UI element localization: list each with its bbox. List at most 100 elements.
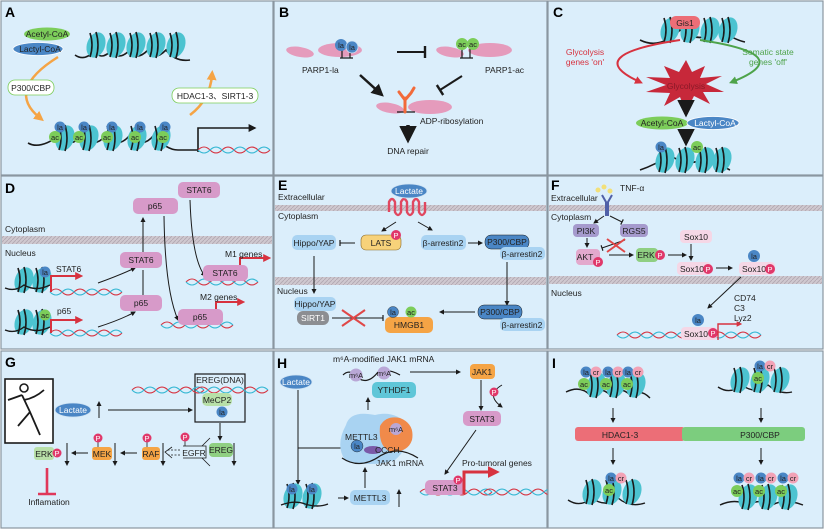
svg-text:P300/CBP: P300/CBP: [480, 307, 520, 317]
cytoplasm-label-d: Cytoplasm: [5, 224, 45, 234]
hmgb1-box: HMGB1 la ac: [385, 306, 433, 333]
stat6-m1-box: STAT6: [203, 265, 248, 281]
svg-text:la: la: [390, 308, 397, 317]
chromatin-h: la la: [279, 479, 329, 513]
la-ac-marks-a: la ac la ac la ac la ac la ac: [49, 121, 171, 143]
nucleus-label-e: Nucleus: [277, 286, 308, 296]
svg-text:LATS: LATS: [371, 238, 392, 248]
panel-label-d: D: [5, 180, 15, 196]
nucleus-label-f: Nucleus: [551, 288, 582, 298]
panel-a: A Acetyl-CoA Lactyl-CoA P300/CBP HDAC1-3…: [0, 0, 274, 176]
extracellular-label-f: Extracellular: [551, 193, 598, 203]
panel-label-a: A: [5, 4, 15, 20]
m2-genes-label: M2 genes: [200, 292, 237, 302]
akt-box: AKT P: [576, 249, 603, 267]
svg-text:ac: ac: [580, 380, 588, 389]
svg-text:m⁶A: m⁶A: [349, 371, 363, 380]
exercise-icon: [4, 378, 54, 444]
svg-text:Hippo/YAP: Hippo/YAP: [295, 299, 336, 309]
svg-text:P300/CBP: P300/CBP: [740, 430, 780, 440]
svg-text:la: la: [583, 368, 590, 377]
svg-text:Glycolysis: Glycolysis: [566, 47, 604, 57]
svg-text:cr: cr: [593, 368, 600, 377]
panel-label-g: G: [5, 354, 16, 370]
svg-text:ac: ac: [103, 133, 111, 142]
svg-text:la: la: [695, 316, 702, 325]
svg-text:la: la: [349, 43, 356, 52]
jak1-box: JAK1: [470, 364, 495, 379]
svg-text:RAF: RAF: [143, 449, 160, 459]
barrestin2-cytoplasm: β-arrestin2: [421, 235, 466, 250]
svg-text:STAT6: STAT6: [186, 185, 211, 195]
svg-text:C3: C3: [734, 303, 745, 313]
stat3-box-dna: STAT3 P: [425, 475, 465, 495]
chromatin-c-bottom: la ac: [639, 141, 736, 177]
svg-text:la: la: [309, 485, 316, 494]
svg-text:cr: cr: [790, 474, 797, 483]
svg-text:Lactyl-CoA: Lactyl-CoA: [694, 118, 736, 128]
jak1-mrna-label: JAK1 mRNA: [376, 458, 424, 468]
svg-text:ac: ac: [602, 380, 610, 389]
egfr-box: EGFR P: [180, 432, 211, 467]
lactyl-coa-pill-c: Lactyl-CoA: [686, 116, 740, 130]
svg-text:P: P: [710, 329, 715, 338]
svg-text:p65: p65: [193, 312, 207, 322]
svg-text:la: la: [758, 474, 765, 483]
sox10-p-box: Sox10 P: [677, 262, 713, 275]
svg-text:STAT6: STAT6: [128, 255, 153, 265]
svg-text:Lactyl-CoA: Lactyl-CoA: [19, 44, 61, 54]
m6a-marks-top: m⁶A m⁶A: [349, 366, 391, 382]
svg-text:ac: ac: [605, 486, 613, 495]
svg-text:STAT6: STAT6: [56, 264, 81, 274]
parp1-la-protein: la la: [286, 39, 362, 59]
inflammation-label: Inflamation: [28, 497, 70, 507]
svg-text:genes 'off': genes 'off': [749, 57, 787, 67]
svg-text:Somatic state: Somatic state: [742, 47, 794, 57]
svg-text:la: la: [608, 474, 615, 483]
panel-g: G Lactate EREG(DNA) MeCP2 la EREG: [0, 350, 274, 529]
svg-text:EREG: EREG: [209, 445, 233, 455]
nuclear-membrane-f: [549, 276, 822, 284]
panel-h: H m⁶A-modified JAK1 mRNA m⁶A m⁶A YTHDF1 …: [273, 350, 557, 529]
stat6-nucleus-box: STAT6: [120, 252, 162, 268]
chromatin-i-top-left: la cr ac la cr ac la cr ac: [565, 366, 651, 402]
svg-text:P: P: [657, 251, 662, 260]
svg-text:la: la: [780, 474, 787, 483]
svg-text:PI3K: PI3K: [577, 226, 596, 236]
svg-text:P: P: [705, 265, 710, 274]
svg-text:ac: ac: [159, 133, 167, 142]
tnf-alpha-ligand: TNF-α: [595, 183, 644, 194]
chromatin-p65-locus: ac p65: [4, 305, 123, 339]
svg-text:P: P: [393, 231, 398, 240]
la-sox10-p-box: la Sox10 P: [739, 250, 775, 275]
svg-text:ERK: ERK: [637, 250, 655, 260]
svg-text:β-arrestin2: β-arrestin2: [502, 320, 543, 330]
parp1-ac-label: PARP1-ac: [485, 65, 525, 75]
dna-repair-label: DNA repair: [387, 146, 429, 156]
svg-text:cr: cr: [615, 368, 622, 377]
erk-box-f: ERK P: [636, 248, 665, 262]
svg-text:la: la: [289, 485, 296, 494]
svg-text:la: la: [757, 362, 764, 371]
svg-text:Gis1: Gis1: [676, 18, 694, 28]
svg-text:la: la: [42, 268, 49, 277]
panel-label-i: I: [552, 355, 556, 371]
svg-text:cr: cr: [768, 474, 775, 483]
lactyl-coa-pill: Lactyl-CoA: [12, 42, 64, 56]
svg-text:m⁶A: m⁶A: [377, 369, 391, 378]
eraser-box: HDAC1-3、SIRT1-3: [171, 87, 259, 104]
svg-text:P: P: [595, 258, 600, 267]
svg-text:Lactate: Lactate: [59, 405, 87, 415]
nucleus-label-d: Nucleus: [5, 248, 36, 258]
svg-text:la: la: [109, 123, 116, 132]
plasma-membrane-e: [275, 205, 546, 211]
cytoplasm-label-e: Cytoplasm: [278, 211, 318, 221]
stat6-cytoplasm-box: STAT6: [178, 182, 220, 198]
glycolysis-burst: Glycolysis: [646, 60, 724, 112]
mek-box: MEK P: [92, 433, 112, 460]
mettl3-box: METTL3: [350, 490, 390, 505]
svg-text:ac: ac: [131, 133, 139, 142]
svg-text:HMGB1: HMGB1: [394, 320, 425, 330]
inhibit-ac-to-adp: [435, 75, 463, 96]
svg-text:HDAC1-3: HDAC1-3: [602, 430, 639, 440]
